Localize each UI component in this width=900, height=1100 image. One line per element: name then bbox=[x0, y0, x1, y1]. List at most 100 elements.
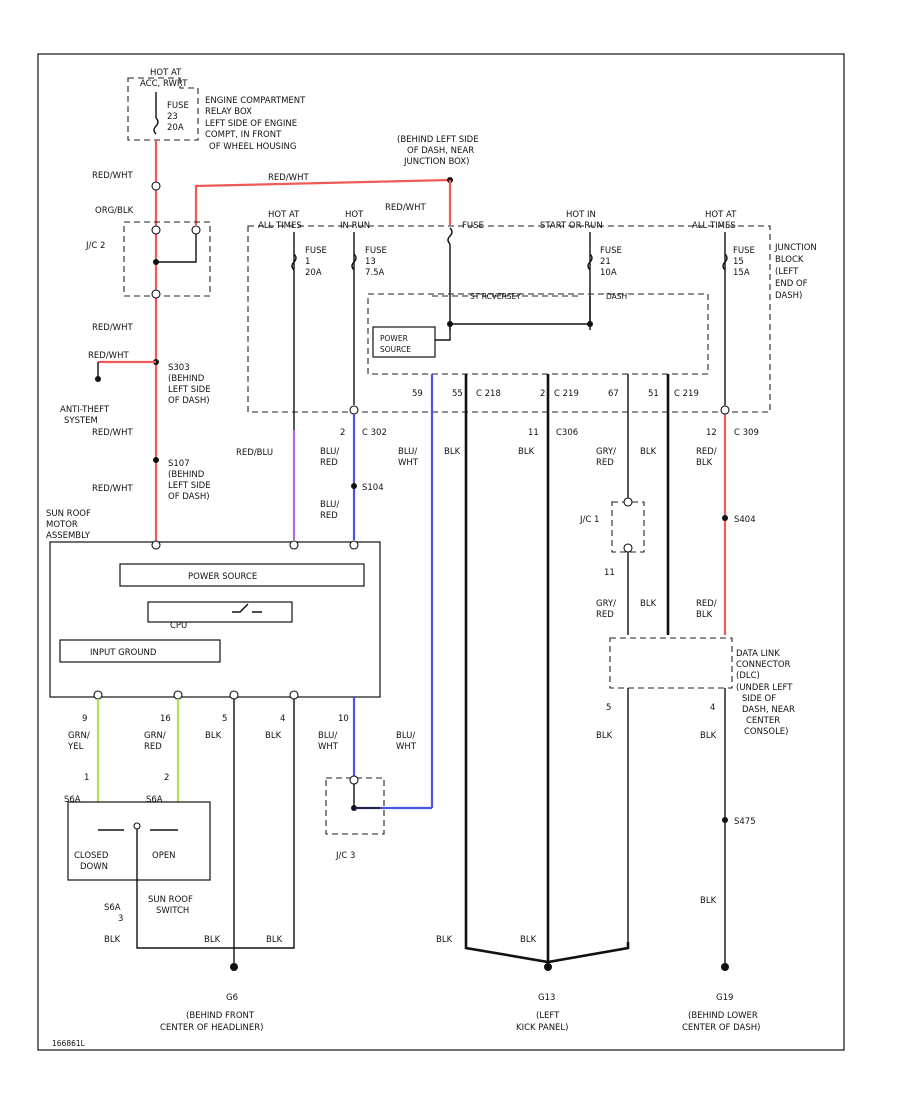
label-down: DOWN bbox=[80, 862, 108, 872]
sunroof-switch bbox=[67, 801, 211, 881]
relay-contact bbox=[232, 603, 262, 613]
label-blu-wht-a: BLU/ bbox=[398, 447, 417, 457]
label-junction-2: BLOCK bbox=[775, 255, 804, 265]
label-relay-right: DASH bbox=[606, 292, 627, 301]
label-s404: S404 bbox=[734, 515, 756, 525]
jc2-conn-2 bbox=[191, 225, 201, 235]
label-hot-all-b-2: ALL TIMES bbox=[692, 221, 736, 231]
power-source-bar bbox=[119, 563, 365, 587]
label-g13: G13 bbox=[538, 993, 555, 1003]
label-cpu: CPU bbox=[170, 621, 187, 631]
label-hot-all-a-2: ALL TIMES bbox=[258, 221, 302, 231]
splice-s404 bbox=[722, 515, 728, 521]
fuse-d-symbol bbox=[587, 253, 593, 271]
label-closed: CLOSED bbox=[74, 851, 109, 861]
label-hot-acc-top: HOT AT bbox=[150, 68, 182, 78]
motor-conn-3 bbox=[349, 540, 359, 550]
label-sunroof-1: SUN ROOF bbox=[46, 509, 91, 519]
label-s107-2: LEFT SIDE bbox=[168, 481, 211, 491]
label-red-blk-2b: BLK bbox=[696, 610, 713, 620]
label-fuse-c: FUSE bbox=[462, 221, 484, 231]
label-fuse-d-amp: 10A bbox=[600, 268, 617, 278]
label-s303: S303 bbox=[168, 363, 190, 373]
label-gry-red-a: GRY/ bbox=[596, 447, 616, 457]
red-wht-top-wire bbox=[194, 178, 451, 225]
label-fuse-d: FUSE bbox=[600, 246, 622, 256]
label-pin-4b: 4 bbox=[710, 703, 715, 713]
label-dlc-1: DATA LINK bbox=[736, 649, 780, 659]
label-dlc-2: CONNECTOR bbox=[736, 660, 791, 670]
connector-a bbox=[151, 181, 161, 191]
label-gry-red-2a: GRY/ bbox=[596, 599, 616, 609]
label-blk-g: BLK bbox=[596, 731, 613, 741]
label-pin-67: 67 bbox=[608, 389, 619, 399]
label-s6a-1: S6A bbox=[64, 795, 81, 805]
c302-conn bbox=[349, 405, 359, 415]
label-open: OPEN bbox=[152, 851, 176, 861]
jc1-conn-bottom bbox=[623, 543, 633, 553]
label-fuse-num: 23 bbox=[167, 112, 178, 122]
label-jc1: J/C 1 bbox=[579, 515, 599, 525]
label-power-source-1: POWER bbox=[380, 334, 408, 343]
relay-node-1 bbox=[447, 321, 453, 327]
jc2-splice bbox=[153, 259, 159, 265]
label-behind-left-2: OF DASH, NEAR bbox=[407, 146, 474, 156]
jc3-jumper bbox=[353, 784, 380, 809]
label-dlc-6: DASH, NEAR bbox=[742, 705, 795, 715]
label-blk-m: BLK bbox=[436, 935, 453, 945]
label-eng-box-1: ENGINE COMPARTMENT bbox=[205, 96, 306, 106]
label-blu-red-2b: RED bbox=[320, 511, 338, 521]
label-c302-pin: 2 bbox=[340, 428, 345, 438]
label-eng-box-5: OF WHEEL HOUSING bbox=[209, 142, 296, 152]
switch-pivot bbox=[133, 822, 141, 830]
jc3-box bbox=[325, 777, 385, 835]
label-red-wht-6: RED/WHT bbox=[92, 484, 133, 494]
fuse-a-symbol bbox=[291, 253, 297, 271]
label-switch-1: SUN ROOF bbox=[148, 895, 193, 905]
label-switch-2: SWITCH bbox=[156, 906, 189, 916]
motor-conn-2 bbox=[289, 540, 299, 550]
input-ground-bar bbox=[59, 639, 221, 663]
label-blu-wht-b: WHT bbox=[398, 458, 419, 468]
label-g19: G19 bbox=[716, 993, 733, 1003]
label-s303-1: (BEHIND bbox=[168, 374, 205, 384]
motor-conn-1 bbox=[151, 540, 161, 550]
label-grn-red-a: GRN/ bbox=[144, 731, 166, 741]
label-hot-run-1: HOT bbox=[345, 210, 364, 220]
label-blk-n: BLK bbox=[520, 935, 537, 945]
label-dlc-5: SIDE OF bbox=[742, 694, 776, 704]
splice-s104 bbox=[351, 483, 357, 489]
label-red-wht-4: RED/WHT bbox=[88, 351, 129, 361]
label-red-wht-2: RED/WHT bbox=[385, 203, 426, 213]
label-blk-a: BLK bbox=[444, 447, 461, 457]
label-s107-3: OF DASH) bbox=[168, 492, 210, 502]
label-blu-wht-3a: BLU/ bbox=[396, 731, 415, 741]
label-c219: C 219 bbox=[554, 389, 579, 399]
label-hot-run-2: IN RUN bbox=[340, 221, 370, 231]
label-c218-a: C 218 bbox=[476, 389, 501, 399]
label-blk-j: BLK bbox=[104, 935, 121, 945]
label-red-wht-1: RED/WHT bbox=[92, 171, 133, 181]
label-sunroof-2: MOTOR bbox=[46, 520, 78, 530]
junction-block bbox=[247, 225, 771, 413]
label-power-source-2: SOURCE bbox=[380, 345, 411, 354]
label-dlc-4: (UNDER LEFT bbox=[736, 683, 793, 693]
label-pin-51: 51 bbox=[648, 389, 659, 399]
label-hot-start-2: START OR RUN bbox=[540, 221, 603, 231]
fuse-symbol bbox=[153, 117, 159, 135]
label-red-blu: RED/BLU bbox=[236, 448, 273, 458]
label-junction-1: JUNCTION bbox=[774, 243, 817, 253]
label-s303-3: OF DASH) bbox=[168, 396, 210, 406]
label-pin-9: 9 bbox=[82, 714, 87, 724]
label-s6a-2: S6A bbox=[146, 795, 163, 805]
label-g13-2: KICK PANEL) bbox=[516, 1023, 568, 1033]
label-blk-c: BLK bbox=[640, 447, 657, 457]
label-dlc-7: CENTER bbox=[746, 716, 780, 726]
label-red-wht-3: RED/WHT bbox=[92, 323, 133, 333]
label-eng-box-2: RELAY BOX bbox=[205, 107, 252, 117]
label-fuse-e-num: 15 bbox=[733, 257, 744, 267]
label-blk-l: BLK bbox=[266, 935, 283, 945]
label-s107: S107 bbox=[168, 459, 190, 469]
dlc-box bbox=[609, 637, 733, 689]
label-jc3: J/C 3 bbox=[335, 851, 355, 861]
